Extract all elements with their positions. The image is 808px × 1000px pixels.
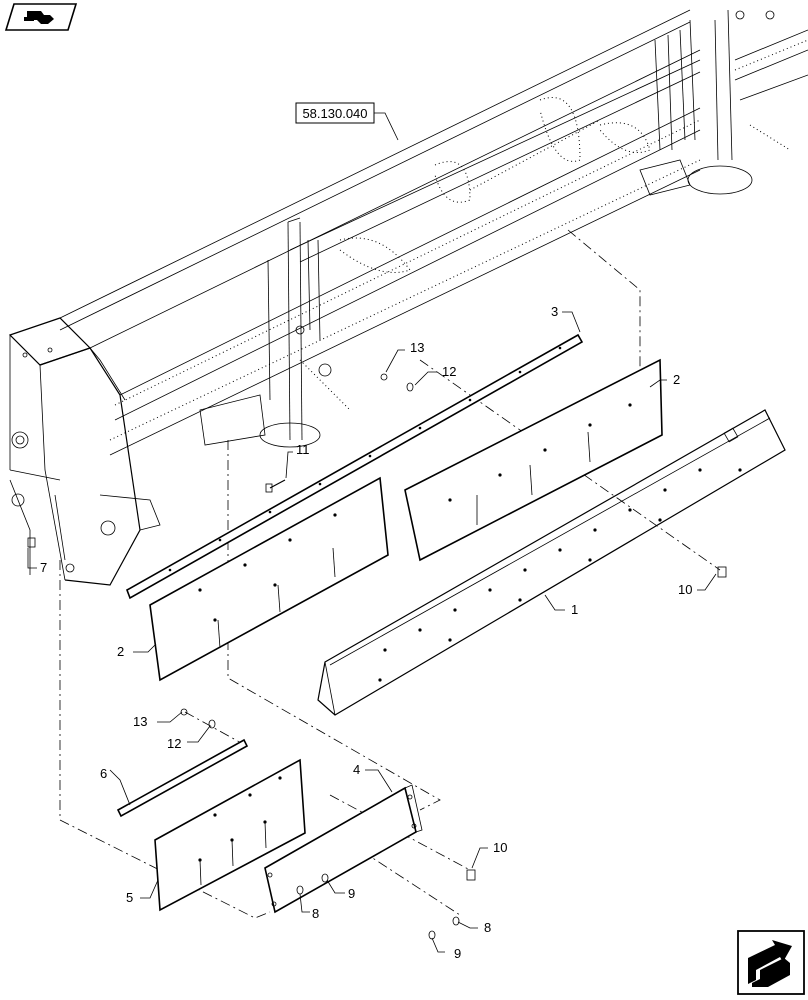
callout-8-left: 8 xyxy=(312,906,319,921)
hardware xyxy=(27,373,727,940)
callout-8-right: 8 xyxy=(484,920,491,935)
part-5-panel[interactable] xyxy=(154,758,306,912)
callout-6: 6 xyxy=(100,766,107,781)
previous-page-icon[interactable] xyxy=(4,3,78,31)
callout-9-lower: 9 xyxy=(454,946,461,961)
part-3-strip[interactable] xyxy=(126,333,584,600)
part-4-end-plate[interactable] xyxy=(264,784,423,914)
callout-13-lower: 13 xyxy=(133,714,147,729)
header-frame xyxy=(8,9,808,586)
callout-2-upper: 2 xyxy=(673,372,680,387)
reference-box[interactable]: 58.130.040 xyxy=(295,102,399,141)
callout-10-upper: 10 xyxy=(678,582,692,597)
callout-7: 7 xyxy=(40,560,47,575)
callout-labels: 3 2 13 12 11 2 1 10 7 13 12 6 4 5 10 8 9… xyxy=(40,304,692,961)
reference-box-label: 58.130.040 xyxy=(302,106,367,121)
part-1-skid-plate[interactable] xyxy=(317,409,786,716)
part-2-panel-upper[interactable] xyxy=(404,358,663,562)
part-6-strip[interactable] xyxy=(116,738,249,818)
callout-3: 3 xyxy=(551,304,558,319)
callout-10-lower: 10 xyxy=(493,840,507,855)
callout-1: 1 xyxy=(571,602,578,617)
next-page-icon[interactable] xyxy=(737,930,805,995)
callout-5: 5 xyxy=(126,890,133,905)
callout-12-lower: 12 xyxy=(167,736,181,751)
callout-9-upper: 9 xyxy=(348,886,355,901)
callout-11: 11 xyxy=(296,442,310,457)
callout-4: 4 xyxy=(353,762,360,777)
part-2-panel-lower[interactable] xyxy=(149,476,389,682)
callout-13-upper: 13 xyxy=(410,340,424,355)
callout-2-lower: 2 xyxy=(117,644,124,659)
callout-leaders xyxy=(27,311,717,953)
callout-12-upper: 12 xyxy=(442,364,456,379)
